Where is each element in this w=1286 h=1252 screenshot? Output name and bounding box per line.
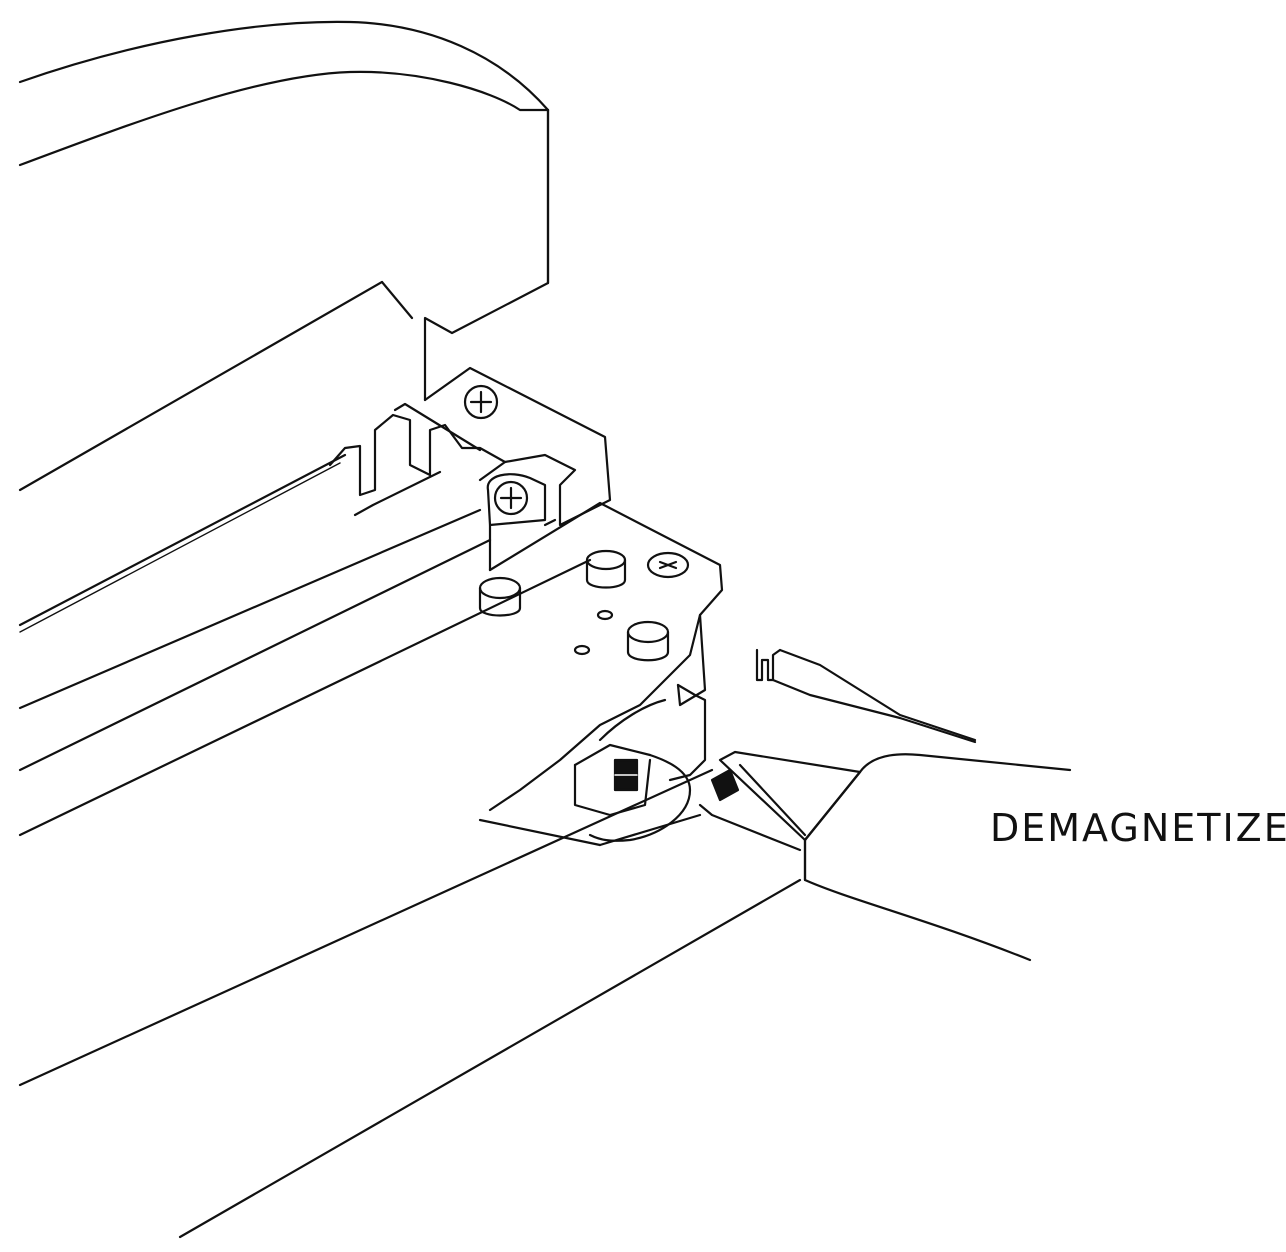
head-mount-block	[423, 366, 612, 572]
head-assembly-plate	[488, 501, 724, 812]
tape-guide	[328, 402, 507, 517]
demagnetizer-cord	[755, 648, 977, 744]
demagnetizer-tool	[698, 750, 1072, 962]
screw-lower	[493, 480, 529, 516]
adjustment-knob-3	[626, 620, 670, 662]
adjustment-knob-2	[585, 549, 627, 589]
screw-upper	[463, 384, 499, 420]
adjustment-knob-1	[478, 576, 522, 617]
magnetic-head	[573, 698, 692, 842]
plate-holes	[573, 609, 614, 656]
screw-plate	[646, 551, 690, 579]
transport-cover	[18, 20, 550, 402]
demagnetizer-label: DEMAGNETIZER	[990, 806, 1286, 850]
